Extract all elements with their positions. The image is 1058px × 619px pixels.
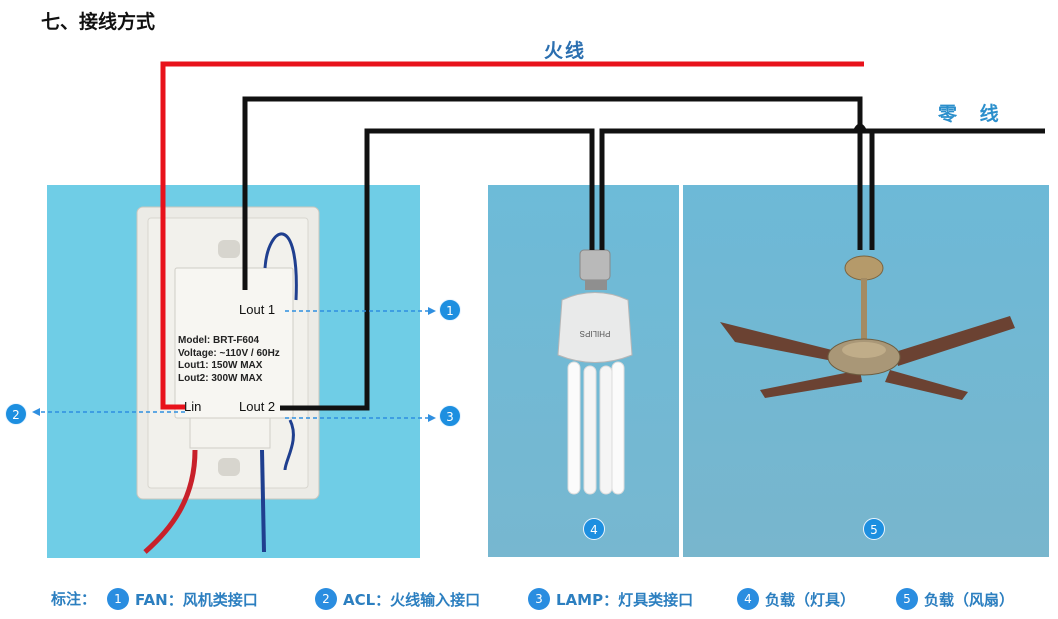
lout2-label: Lout 2 <box>239 399 276 414</box>
spec-voltage: Voltage: ~110V / 60Hz <box>178 347 280 359</box>
fan-feed-wire <box>242 96 863 290</box>
spec-lout2: Lout2: 300W MAX <box>178 372 263 384</box>
legend-num-4: 4 <box>737 588 759 610</box>
legend: 标注： 1 FAN：风机类接口 2 ACL：火线输入接口 3 LAMP：灯具类接… <box>47 588 1047 614</box>
legend-text-1: FAN：风机类接口 <box>135 590 258 609</box>
legend-item-1: 1 FAN：风机类接口 <box>107 588 258 610</box>
neutral-wire-label: 零 线 <box>938 103 1007 125</box>
legend-text-5: 负载（风扇） <box>924 590 1015 609</box>
legend-text-3: LAMP：灯具类接口 <box>556 590 694 609</box>
supply-wire-red <box>143 449 198 554</box>
lamp-panel <box>488 185 679 557</box>
callout-5: 5 <box>863 518 885 540</box>
spec-model: Model: BRT-F604 <box>178 335 260 346</box>
section-title: 七、接线方式 <box>41 11 156 33</box>
callout-3: 3 <box>439 405 461 427</box>
legend-num-2: 2 <box>315 588 337 610</box>
legend-text-2: ACL：火线输入接口 <box>343 590 481 609</box>
lamp-feed-wire <box>280 128 595 411</box>
blue-wire-lower <box>283 419 295 471</box>
legend-item-2: 2 ACL：火线输入接口 <box>315 588 480 610</box>
arrow-3-icon <box>428 414 436 422</box>
callout-4: 4 <box>583 518 605 540</box>
spec-lout1: Lout1: 150W MAX <box>178 360 263 371</box>
neutral-wire <box>599 128 1045 250</box>
arrow-2-icon <box>32 408 40 416</box>
wire-crossover <box>853 123 867 132</box>
callout-1: 1 <box>439 299 461 321</box>
legend-item-5: 5 负载（风扇） <box>896 588 1014 610</box>
legend-num-3: 3 <box>528 588 550 610</box>
legend-item-3: 3 LAMP：灯具类接口 <box>528 588 693 610</box>
lout1-label: Lout 1 <box>239 302 276 317</box>
legend-prefix: 标注： <box>51 588 96 609</box>
legend-num-1: 1 <box>107 588 129 610</box>
callout-2: 2 <box>5 403 27 425</box>
lamp-brand-text: PHILIPS <box>580 329 611 338</box>
blue-wire-upper <box>263 232 298 301</box>
lin-label: Lin <box>184 399 202 414</box>
switch-back-plate <box>136 206 320 500</box>
cfl-lamp: PHILIPS <box>557 249 633 495</box>
live-wire-label: 火线 <box>544 40 587 62</box>
legend-item-4: 4 负载（灯具） <box>737 588 855 610</box>
switch-spec-block: Model: BRT-F604 Voltage: ~110V / 60Hz Lo… <box>178 335 280 385</box>
legend-text-4: 负载（灯具） <box>765 590 856 609</box>
live-wire <box>160 61 864 410</box>
supply-wire-blue <box>260 449 266 553</box>
arrow-1-icon <box>428 307 436 315</box>
legend-prefix-text: 标注： <box>51 590 97 608</box>
legend-num-5: 5 <box>896 588 918 610</box>
ceiling-fan <box>720 255 1015 400</box>
